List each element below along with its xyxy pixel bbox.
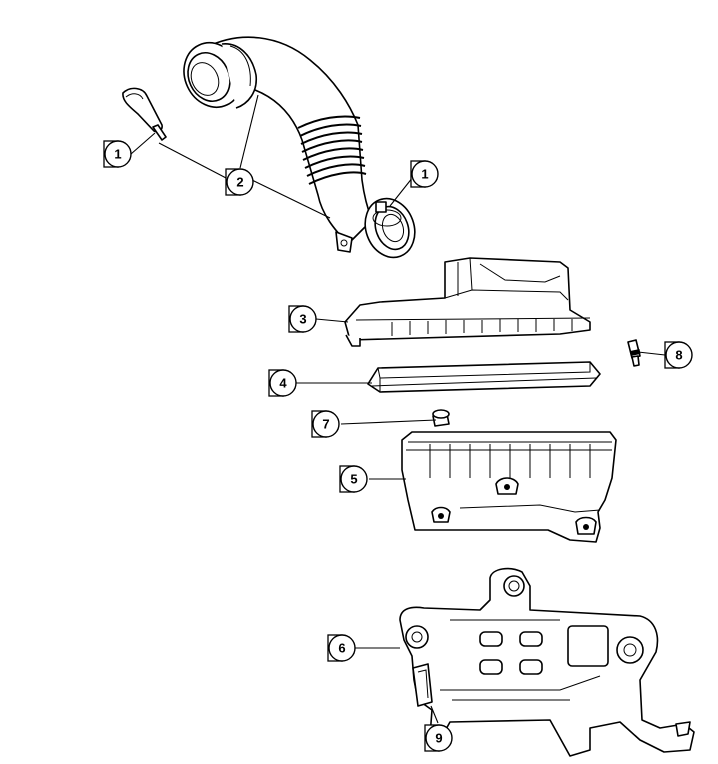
callout-6-label: 6 (338, 641, 345, 656)
callout-2: 2 (225, 168, 254, 196)
callout-7: 7 (311, 410, 340, 438)
part-4-air-filter (367, 361, 601, 393)
callout-5-label: 5 (350, 472, 357, 487)
callout-2-label: 2 (236, 175, 243, 190)
callout-5: 5 (339, 465, 368, 493)
part-9-clip (412, 663, 433, 707)
callout-4-label: 4 (279, 376, 287, 391)
part-6-mounting-bracket (399, 567, 695, 757)
part-2-air-inlet-hose (183, 36, 416, 259)
callout-6: 6 (327, 634, 356, 662)
part-8-sensor (627, 339, 641, 367)
callout-3-label: 3 (299, 312, 306, 327)
part-1-clamp-right (372, 201, 402, 227)
callout-3: 3 (288, 305, 317, 333)
callout-1-right-label: 1 (421, 167, 428, 182)
callout-7-label: 7 (322, 417, 329, 432)
callout-1-right: 1 (410, 160, 439, 188)
callout-9: 9 (424, 724, 453, 752)
part-7-grommet (432, 409, 450, 427)
callout-8-label: 8 (675, 348, 682, 363)
callout-1-left: 1 (103, 140, 132, 168)
callout-4: 4 (268, 369, 297, 397)
part-5-air-cleaner-housing (401, 431, 617, 543)
part-3-air-cleaner-cover (344, 257, 591, 347)
leader-lines (130, 94, 666, 724)
part-1-clamp-left (122, 87, 167, 141)
callout-8: 8 (664, 341, 693, 369)
callout-1-left-label: 1 (114, 147, 121, 162)
callout-9-label: 9 (435, 731, 442, 746)
